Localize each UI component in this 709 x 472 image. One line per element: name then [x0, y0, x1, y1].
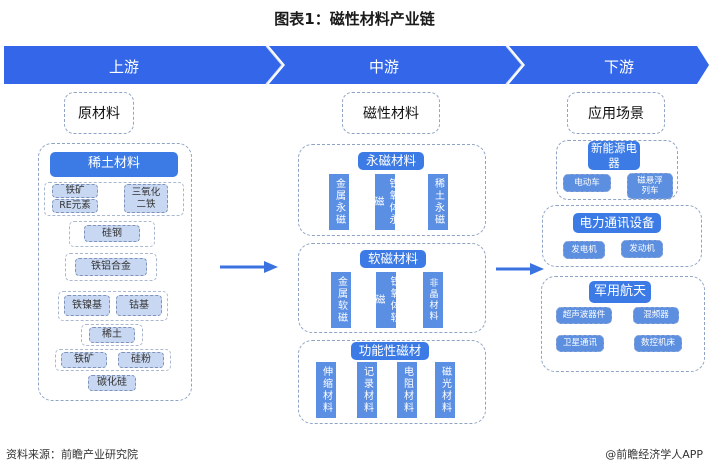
stage-midstream-label: 中游	[368, 58, 399, 76]
resistance-material: 电阻材料	[397, 362, 417, 418]
stage-downstream-shape	[509, 46, 709, 84]
ultrasonic-device-chip: 超声波器件	[556, 307, 612, 324]
functional-magnet-label: 功能性磁材	[351, 342, 429, 360]
magnetostrictive-material: 伸缩材料	[316, 362, 336, 418]
recording-material: 记录材料	[357, 362, 377, 418]
credit-note: @前瞻经济学人APP	[605, 448, 703, 461]
downstream-header: 应用场景	[567, 92, 665, 134]
stage-banner-shape	[4, 46, 709, 84]
rare-earth-permanent-magnet: 稀土永磁	[428, 174, 448, 230]
ferrite-permanent-magnet: 铁氧体永磁	[372, 174, 398, 230]
mixer-chip: 混频器	[633, 307, 679, 324]
iron-ore-chip-2: 铁矿	[61, 352, 107, 368]
stage-downstream-label: 下游	[603, 58, 634, 76]
upstream-header: 原材料	[64, 92, 134, 134]
amorphous-material: 非晶材料	[423, 272, 443, 328]
military-aerospace-label: 军用航天	[589, 281, 651, 303]
stage-upstream-label: 上游	[108, 58, 139, 76]
rare-earth-chip: 稀土	[89, 327, 135, 343]
stage-upstream-shape	[4, 46, 282, 84]
engine-chip: 发动机	[621, 240, 663, 258]
re-element-chip: RE元素	[52, 199, 98, 213]
silicon-carbide-chip: 碳化硅	[88, 375, 136, 391]
permanent-magnet-label: 永磁材料	[358, 152, 424, 170]
satellite-comm-chip: 卫星通讯	[556, 335, 604, 352]
metal-permanent-magnet: 金属永磁	[329, 174, 349, 230]
stage-midstream-shape	[269, 46, 522, 84]
soft-magnet-label: 软磁材料	[360, 250, 426, 268]
cobalt-chip: 钴基	[116, 295, 162, 316]
iron-aluminum-alloy-chip: 铁铝合金	[75, 258, 147, 276]
power-comm-equipment-label: 电力通讯设备	[573, 213, 661, 233]
midstream-header: 磁性材料	[342, 92, 440, 134]
stage-banner: 上游 中游 下游	[4, 46, 709, 84]
chart-title: 图表1：磁性材料产业链	[274, 10, 435, 28]
silicon-powder-chip: 硅粉	[118, 352, 164, 368]
metal-soft-magnet: 金属软磁	[331, 272, 351, 328]
rare-earth-materials-label: 稀土材料	[50, 152, 178, 177]
electric-vehicle-chip: 电动车	[563, 174, 611, 192]
magneto-optical-material: 磁光材料	[435, 362, 455, 418]
ferrite-soft-magnet: 铁氧体软磁	[373, 272, 399, 328]
source-note: 资料来源：前瞻产业研究院	[6, 448, 138, 461]
iron-nickel-chip: 铁镍基	[64, 295, 110, 316]
new-energy-appliance-label: 新能源电器	[588, 141, 640, 170]
arrow-midstream-to-downstream	[496, 263, 544, 275]
iron-oxide-chip: 三氧化二铁	[124, 184, 168, 213]
silicon-steel-chip: 硅钢	[84, 225, 140, 242]
arrow-upstream-to-midstream	[220, 261, 278, 273]
generator-chip: 发电机	[563, 241, 605, 259]
maglev-train-chip: 磁悬浮列车	[627, 173, 673, 199]
cnc-machine-chip: 数控机床	[634, 335, 682, 352]
iron-ore-chip: 铁矿	[52, 184, 98, 198]
